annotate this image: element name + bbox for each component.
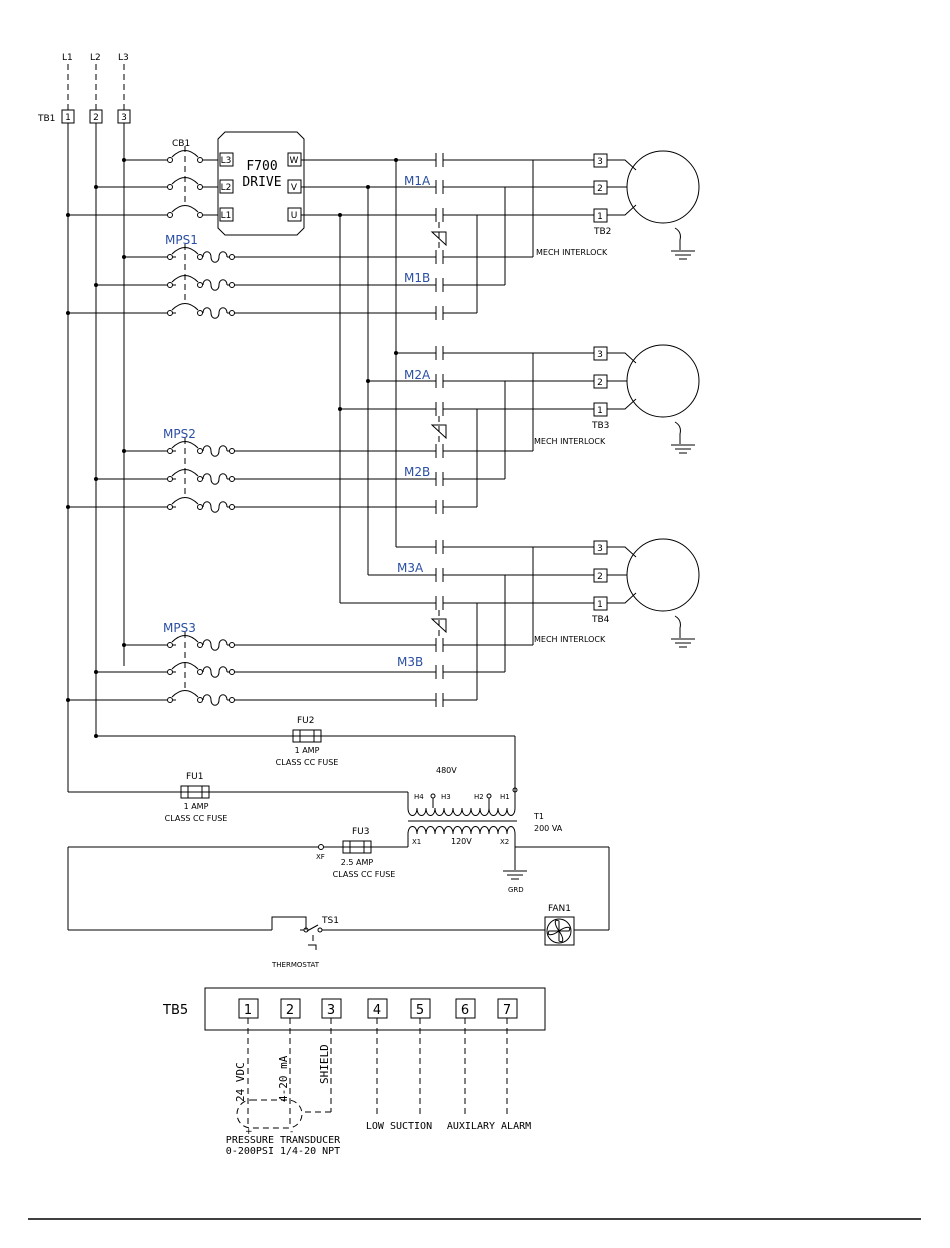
tb4-terminal-3: 3 xyxy=(597,544,603,554)
mech-interlock-3: MECH INTERLOCK xyxy=(534,635,606,644)
line-label-l1: L1 xyxy=(62,53,73,63)
drive-output-v: V xyxy=(291,183,298,193)
low-suction-label: LOW SUCTION xyxy=(366,1121,432,1132)
contactor-m3a-label: M3A xyxy=(397,561,424,575)
tb3-label: TB3 xyxy=(591,421,609,431)
contactor-m3b-label: M3B xyxy=(397,655,423,669)
drive-output-w: W xyxy=(290,156,299,166)
motor-1 xyxy=(626,150,700,224)
transducer-plus: + xyxy=(245,1127,253,1137)
mps3-label: MPS3 xyxy=(163,621,196,635)
tap-h1: H1 xyxy=(500,793,510,801)
supply-lines: L1 L2 L3 TB1 1 2 3 xyxy=(37,53,131,792)
tap-h2: H2 xyxy=(474,793,484,801)
xf-label: XF xyxy=(316,853,325,861)
tb5-terminal-7: 7 xyxy=(503,1003,511,1018)
contactor-m2a-label: M2A xyxy=(404,368,431,382)
contactor-m1b-label: M1B xyxy=(404,271,430,285)
transformer-rating: 200 VA xyxy=(534,824,563,833)
tb2-label: TB2 xyxy=(593,227,611,237)
fu3-rating: 2.5 AMP xyxy=(341,858,374,867)
fu2-class: CLASS CC FUSE xyxy=(276,758,339,767)
mech-interlock-2: MECH INTERLOCK xyxy=(534,437,606,446)
mps1-label: MPS1 xyxy=(165,233,198,247)
fu1-class: CLASS CC FUSE xyxy=(165,814,228,823)
tb2-terminal-1: 1 xyxy=(597,212,603,222)
drive-output-u: U xyxy=(291,211,298,221)
tb1-terminal-1-number: 1 xyxy=(65,113,71,123)
tb5-terminal-2: 2 xyxy=(286,1003,294,1018)
tap-x2: X2 xyxy=(500,838,509,846)
thermostat-caption: THERMOSTAT xyxy=(271,961,320,969)
tb4-terminal-2: 2 xyxy=(597,572,603,582)
motor-3 xyxy=(626,538,700,612)
contactor-m2b-label: M2B xyxy=(404,465,430,479)
transformer-label: T1 xyxy=(533,812,544,821)
drive-input-l2: L2 xyxy=(221,183,232,193)
cb1-label: CB1 xyxy=(172,139,190,149)
thermostat-element xyxy=(271,916,307,930)
transformer-secondary-voltage: 120V xyxy=(451,837,472,846)
fu3-label: FU3 xyxy=(352,827,370,837)
ground-label: GRD xyxy=(508,886,524,894)
tb5-terminal-5: 5 xyxy=(416,1003,424,1018)
transformer-primary-voltage: 480V xyxy=(436,766,457,775)
fu1-rating: 1 AMP xyxy=(184,802,209,811)
tb2-terminal-3: 3 xyxy=(597,157,603,167)
circuit-breaker-cb1: CB1 xyxy=(66,139,218,218)
tb3-terminal-1: 1 xyxy=(597,406,603,416)
transducer-name: PRESSURE TRANSDUCER xyxy=(226,1135,341,1146)
line-label-l3: L3 xyxy=(118,53,129,63)
pressure-transducer-shield xyxy=(236,1099,303,1129)
contactor-m1a-label: M1A xyxy=(404,174,431,188)
ts1-label: TS1 xyxy=(321,916,339,926)
tb1-terminal-2-number: 2 xyxy=(93,113,99,123)
drive-input-l3: L3 xyxy=(221,156,232,166)
fu3-class: CLASS CC FUSE xyxy=(333,870,396,879)
tb4-label: TB4 xyxy=(591,615,610,625)
motor-group-1: M1A MPS1 M1B MECH INTERLOCK 3 xyxy=(66,150,700,321)
tb1-label: TB1 xyxy=(37,114,55,124)
mech-interlock-1: MECH INTERLOCK xyxy=(536,248,608,257)
tb4-terminal-1: 1 xyxy=(597,600,603,610)
motor-2 xyxy=(626,344,700,418)
tap-x1: X1 xyxy=(412,838,421,846)
wire-4-20ma: 4-20 mA xyxy=(277,1055,290,1102)
tb5-terminal-1: 1 xyxy=(244,1003,252,1018)
transformer-primary-coil xyxy=(407,807,516,816)
tb5-label: TB5 xyxy=(162,1003,188,1018)
control-transformer-circuit: FU2 1 AMP CLASS CC FUSE FU1 1 AMP CLASS … xyxy=(67,716,610,969)
motor-group-3: M3A MPS3 M3B MECH INTERLOCK 3 xyxy=(66,538,700,708)
fan1-label: FAN1 xyxy=(548,904,571,914)
tb1-terminal-3-number: 3 xyxy=(121,113,127,123)
wire-24vdc: 24 VDC xyxy=(234,1062,247,1102)
fu1-label: FU1 xyxy=(186,772,204,782)
tap-h3: H3 xyxy=(441,793,451,801)
transformer-secondary-coil xyxy=(407,826,516,835)
fu2-rating: 1 AMP xyxy=(295,746,320,755)
fu2-label: FU2 xyxy=(297,716,315,726)
wire-shield: SHIELD xyxy=(318,1044,331,1084)
tb5-terminal-3: 3 xyxy=(327,1003,335,1018)
transducer-minus: - xyxy=(290,1127,293,1137)
transducer-spec: 0-200PSI 1/4-20 NPT xyxy=(226,1146,340,1157)
terminal-block-tb5: TB5 1 2 3 4 5 6 7 24 VDC 4-20 mA SHIELD … xyxy=(162,987,546,1157)
tb2-terminal-2: 2 xyxy=(597,184,603,194)
tap-h4: H4 xyxy=(414,793,424,801)
motor-group-2: M2A MPS2 M2B MECH INTERLOCK 3 xyxy=(66,344,700,515)
tb5-terminal-4: 4 xyxy=(373,1003,381,1018)
drive-input-l1: L1 xyxy=(221,211,232,221)
tb3-terminal-2: 2 xyxy=(597,378,603,388)
aux-alarm-label: AUXILARY ALARM xyxy=(447,1121,531,1132)
tb5-terminal-6: 6 xyxy=(461,1003,469,1018)
tb3-terminal-3: 3 xyxy=(597,350,603,360)
drive-name-line1: F700 xyxy=(246,159,277,174)
drive-name-line2: DRIVE xyxy=(242,175,281,190)
line-label-l2: L2 xyxy=(90,53,101,63)
f700-drive: F700 DRIVE L3 L2 L1 W V U xyxy=(217,131,396,236)
mps2-label: MPS2 xyxy=(163,427,196,441)
